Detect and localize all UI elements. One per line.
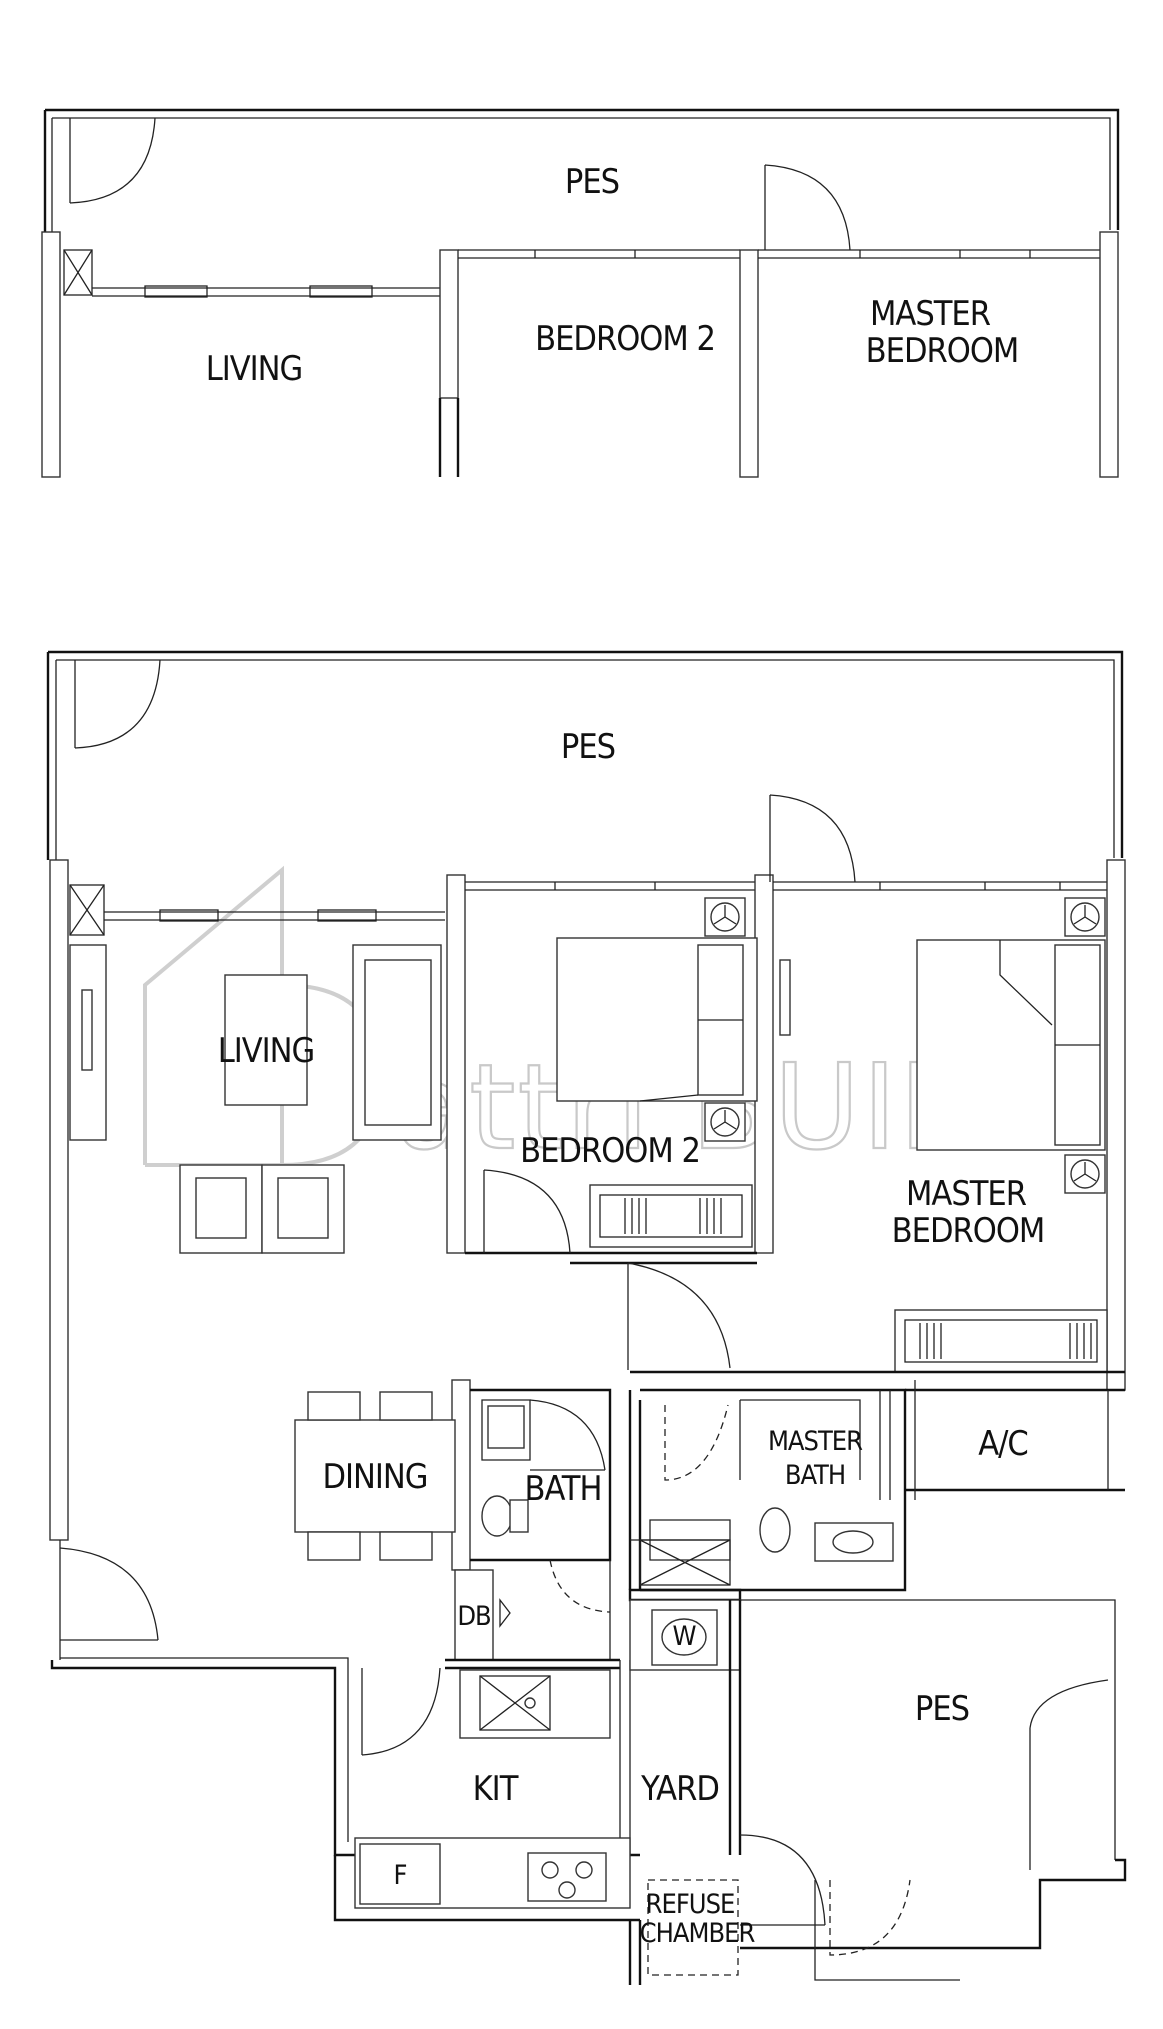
label-bedroom-2: BEDROOM 2 [520, 1131, 700, 1171]
label-master-bath-line2: BATH [785, 1460, 845, 1491]
label-fridge: F [394, 1860, 407, 1891]
label-living: LIVING [218, 1031, 315, 1071]
label-washer: W [672, 1621, 696, 1652]
label-master-bedroom-line1: MASTER [906, 1174, 1027, 1214]
label-pes-bottom: PES [915, 1689, 969, 1729]
label-master-bedroom-line2: BEDROOM [892, 1211, 1045, 1251]
label-yard: YARD [640, 1769, 719, 1809]
label-bath: BATH [525, 1469, 602, 1509]
label-ac: A/C [978, 1424, 1028, 1464]
label-dining: DINING [322, 1457, 427, 1497]
label-pes-top: PES [561, 727, 615, 767]
label-refuse-line2: CHAMBER [640, 1918, 756, 1949]
label-refuse-line1: REFUSE [646, 1889, 735, 1920]
top-plan: PES LIVING BEDROOM 2 MASTER BEDROOM [41, 108, 1120, 478]
top-label-master-line1: MASTER [870, 294, 991, 334]
label-master-bath-line1: MASTER [768, 1426, 863, 1457]
top-label-pes: PES [565, 162, 619, 202]
label-db: DB [457, 1601, 490, 1632]
top-label-bedroom-2: BEDROOM 2 [535, 319, 715, 359]
main-plan: PES LIVING BEDROOM 2 MASTER BEDROOM DINI… [46, 650, 1127, 1985]
label-kit: KIT [473, 1769, 519, 1809]
top-label-living: LIVING [206, 349, 303, 389]
top-label-master-line2: BEDROOM [866, 331, 1019, 371]
